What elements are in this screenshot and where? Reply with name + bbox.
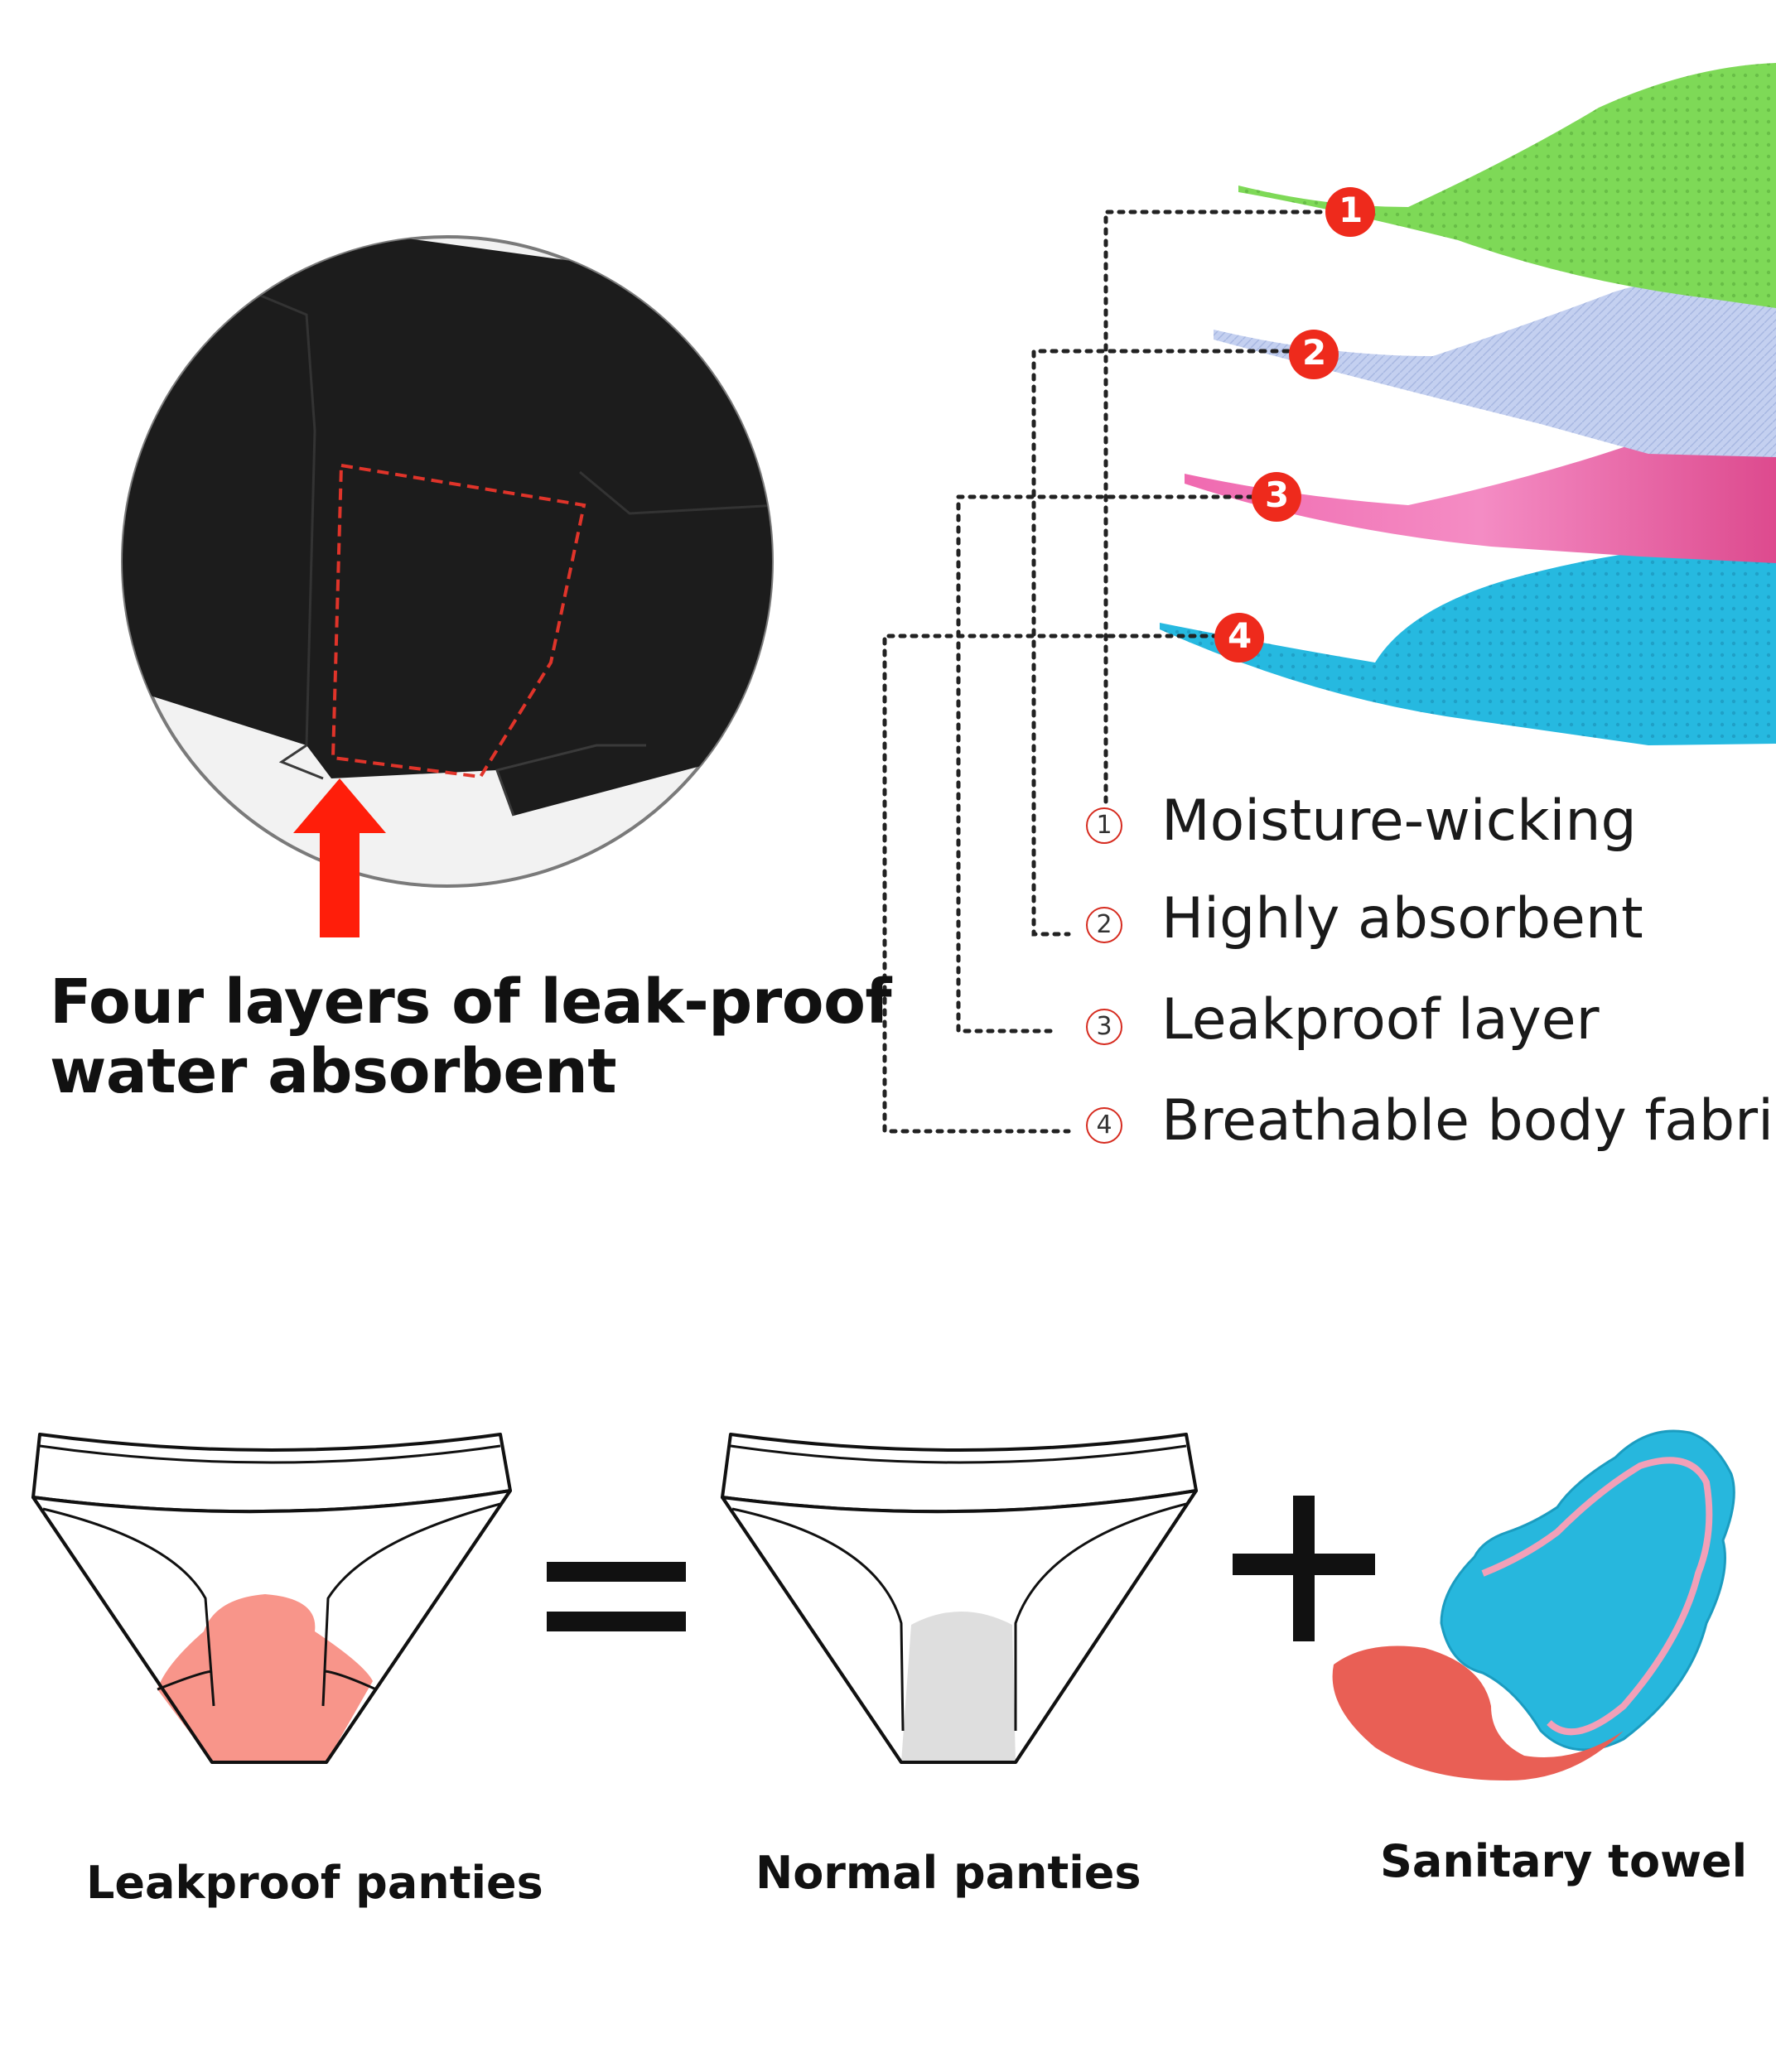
caption-leakproof-panties: Leakproof panties	[86, 1857, 543, 1909]
badge-3-icon	[1252, 472, 1301, 522]
badge-2-number: 2	[1302, 332, 1327, 373]
badge-4-number: 4	[1228, 615, 1252, 656]
badge-1-number: 1	[1339, 190, 1363, 230]
leakproof-panties-icon	[31, 1433, 512, 1764]
normal-panties-icon	[721, 1433, 1198, 1764]
badge-4-icon	[1214, 613, 1264, 663]
headline: Four layers of leak-proof water absorben…	[50, 966, 892, 1107]
legend-label-highly-absorbent: Highly absorbent	[1161, 886, 1643, 952]
legend-label-breathable-body-fabric: Breathable body fabric	[1161, 1088, 1776, 1154]
fabric-photo	[121, 235, 774, 888]
red-up-arrow-icon	[293, 778, 386, 937]
equals-icon	[547, 1562, 686, 1631]
badge-2-icon	[1289, 330, 1339, 379]
headline-line-1: Four layers of leak-proof	[50, 966, 892, 1038]
caption-normal-panties: Normal panties	[755, 1847, 1141, 1899]
badge-3-number: 3	[1265, 475, 1290, 515]
legend-label-leakproof-layer: Leakproof layer	[1161, 987, 1600, 1053]
legend-number-3: 3	[1086, 1009, 1122, 1045]
badge-1-icon	[1325, 187, 1375, 237]
legend-label-moisture-wicking: Moisture-wicking	[1161, 788, 1637, 854]
plus-icon	[1233, 1496, 1375, 1641]
caption-sanitary-towel: Sanitary towel	[1380, 1835, 1748, 1887]
legend-number-4: 4	[1086, 1107, 1122, 1144]
sanitary-towel-icon	[1332, 1429, 1735, 1780]
legend-number-1: 1	[1086, 807, 1122, 844]
leader-lines	[882, 210, 1334, 1134]
legend-number-2: 2	[1086, 907, 1122, 943]
layer-sheets	[1160, 63, 1776, 745]
headline-line-2: water absorbent	[50, 1036, 617, 1107]
